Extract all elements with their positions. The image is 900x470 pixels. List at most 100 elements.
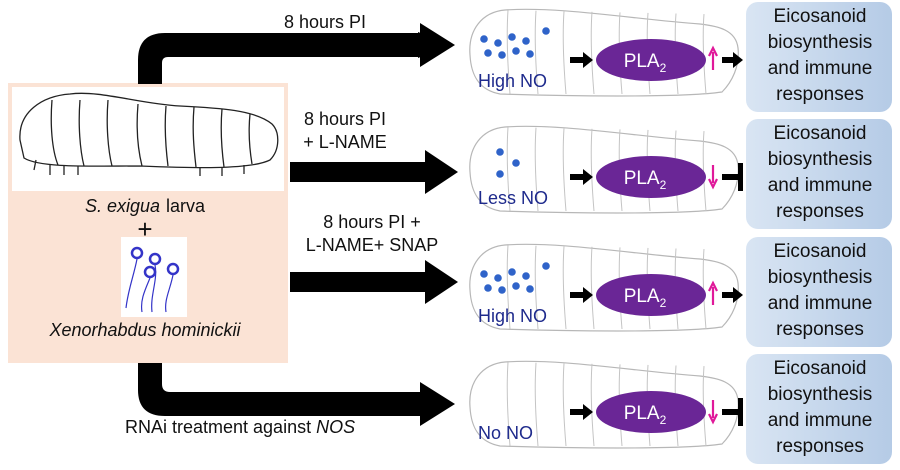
branch-row-3: High NO PLA2 Eicosanoid biosynthesis and imm…: [469, 237, 892, 347]
outcome-text-3: Eicosanoid biosynthesis and immune response…: [768, 241, 873, 340]
no-dot-3-4: [522, 272, 530, 280]
arrow-to-branch-3: [290, 260, 458, 304]
bacterium-name: Xenorhabdus hominickii: [48, 320, 241, 340]
pla-decrease-arrow-2: [708, 165, 718, 190]
inhibit-bar-4: [722, 398, 743, 426]
pla2-label-1: PLA2: [624, 51, 667, 75]
treatment-arrows: [138, 23, 458, 426]
outcome-box-2: [746, 119, 892, 229]
pla-decrease-arrow-4: [708, 400, 718, 425]
outcome-box-1: [746, 2, 892, 112]
branch-1-condition-line-1: 8 hours PI: [284, 12, 366, 32]
outcome-line-2-2: biosynthesis: [768, 149, 873, 170]
no-dot-3-6: [498, 286, 506, 294]
branch-1-condition: 8 hours PI: [284, 12, 366, 32]
no-dot-1-1: [480, 35, 488, 43]
no-dot-3-8: [526, 285, 534, 293]
pla-increase-arrow-3: [708, 280, 718, 305]
arrow-to-branch-4: [138, 363, 455, 426]
larva-word: larva: [166, 196, 206, 216]
pla2-enzyme-1: [596, 39, 706, 81]
outcome-line-4-4: responses: [776, 436, 864, 457]
branch-3-condition-line-2: L-NAME+ SNAP: [306, 235, 439, 255]
xenorhabdus-bacteria-illustration: [125, 246, 180, 313]
arrow-to-branch-1-body: [138, 23, 455, 84]
rnai-label-text: RNAi treatment against: [125, 417, 316, 437]
outcome-box-3: [746, 237, 892, 347]
pla2-enzyme-2: [596, 156, 706, 198]
no-dot-3-2: [494, 274, 502, 282]
pla2-label-2: PLA2: [624, 168, 667, 192]
pla2-label-subscript-1: 2: [660, 61, 667, 75]
pla-increase-arrow-1: [708, 45, 718, 70]
no-dot-3-5: [484, 284, 492, 292]
outcome-line-4-1: Eicosanoid: [774, 358, 867, 379]
no-dot-3-3: [508, 268, 516, 276]
bacteria-image-frame: [121, 237, 187, 317]
no-level-label-4: No NO: [478, 423, 533, 443]
no-dot-3-1: [480, 270, 488, 278]
promote-arrow-3: [722, 287, 743, 303]
outcome-line-3-3: and immune: [768, 293, 873, 314]
arrow-to-pla-3: [570, 287, 593, 303]
pla2-label-subscript-3: 2: [660, 296, 667, 310]
no-dot-1-7: [512, 47, 520, 55]
branch-row-2: Less NO PLA2 Eicosanoid biosynthesis and imm…: [469, 119, 892, 229]
species-name: S. exigua: [85, 196, 160, 216]
branch-3-condition: 8 hours PI + L-NAME+ SNAP: [306, 212, 439, 255]
plus-sign: +: [137, 214, 152, 244]
outcome-text-1: Eicosanoid biosynthesis and immune response…: [768, 6, 873, 105]
pla2-label-subscript-2: 2: [660, 178, 667, 192]
arrow-to-branch-2: [290, 150, 458, 194]
pla2-label-base-4: PLA: [624, 403, 660, 424]
outcome-line-3-1: Eicosanoid: [774, 241, 867, 262]
no-level-label-2: Less NO: [478, 188, 548, 208]
arrow-to-pla-1: [570, 52, 593, 68]
branch-2-condition-line-1: 8 hours PI: [304, 109, 386, 129]
outcome-box-4: [746, 354, 892, 464]
inhibit-bar-2: [722, 163, 743, 191]
no-dot-1-8: [526, 50, 534, 58]
branch-2-condition: 8 hours PI + L-NAME: [303, 109, 387, 152]
outcome-text-2: Eicosanoid biosynthesis and immune response…: [768, 123, 873, 222]
outcome-line-1-2: biosynthesis: [768, 32, 873, 53]
source-panel: S. exigua larva + Xenorhabdus hominickii: [8, 83, 288, 363]
no-dot-3-7: [512, 282, 520, 290]
pla2-label-4: PLA2: [624, 403, 667, 427]
no-dot-1-6: [498, 51, 506, 59]
outcome-line-3-2: biosynthesis: [768, 267, 873, 288]
branch-3-condition-line-1: 8 hours PI +: [323, 212, 421, 232]
arrow-to-pla-4: [570, 404, 593, 420]
rnai-gene-name: NOS: [316, 417, 355, 437]
no-dot-1-3: [508, 33, 516, 41]
outcome-line-1-3: and immune: [768, 58, 873, 79]
outcome-line-4-3: and immune: [768, 410, 873, 431]
no-dot-2-3: [496, 170, 504, 178]
no-dot-2-1: [496, 148, 504, 156]
no-dot-1-5: [484, 49, 492, 57]
no-level-label-1: High NO: [478, 71, 547, 91]
branch-row-1: High NO PLA2 Eicosanoid biosynthesis and imm…: [469, 2, 892, 112]
outcome-line-4-2: biosynthesis: [768, 384, 873, 405]
pla2-label-base-3: PLA: [624, 286, 660, 307]
no-level-label-3: High NO: [478, 306, 547, 326]
pla2-enzyme-4: [596, 391, 706, 433]
outcome-line-1-4: responses: [776, 84, 864, 105]
s-exigua-larva-illustration: [19, 92, 279, 176]
pla2-enzyme-3: [596, 274, 706, 316]
outcome-line-2-1: Eicosanoid: [774, 123, 867, 144]
outcome-line-1-1: Eicosanoid: [774, 6, 867, 27]
rnai-label: RNAi treatment against NOS: [125, 417, 355, 437]
outcome-line-3-4: responses: [776, 319, 864, 340]
branch-2-condition-line-2: + L-NAME: [303, 132, 387, 152]
pla2-label-subscript-4: 2: [660, 413, 667, 427]
pla2-label-base-1: PLA: [624, 51, 660, 72]
outcome-text-4: Eicosanoid biosynthesis and immune response…: [768, 358, 873, 457]
pla2-label-3: PLA2: [624, 286, 667, 310]
larva-caption: S. exigua larva: [85, 196, 206, 216]
branch-row-4: No NO PLA2 Eicosanoid biosynthesis and immun…: [469, 354, 892, 464]
promote-arrow-1: [722, 52, 743, 68]
arrow-to-pla-2: [570, 169, 593, 185]
outcome-line-2-4: responses: [776, 201, 864, 222]
outcome-line-2-3: and immune: [768, 175, 873, 196]
